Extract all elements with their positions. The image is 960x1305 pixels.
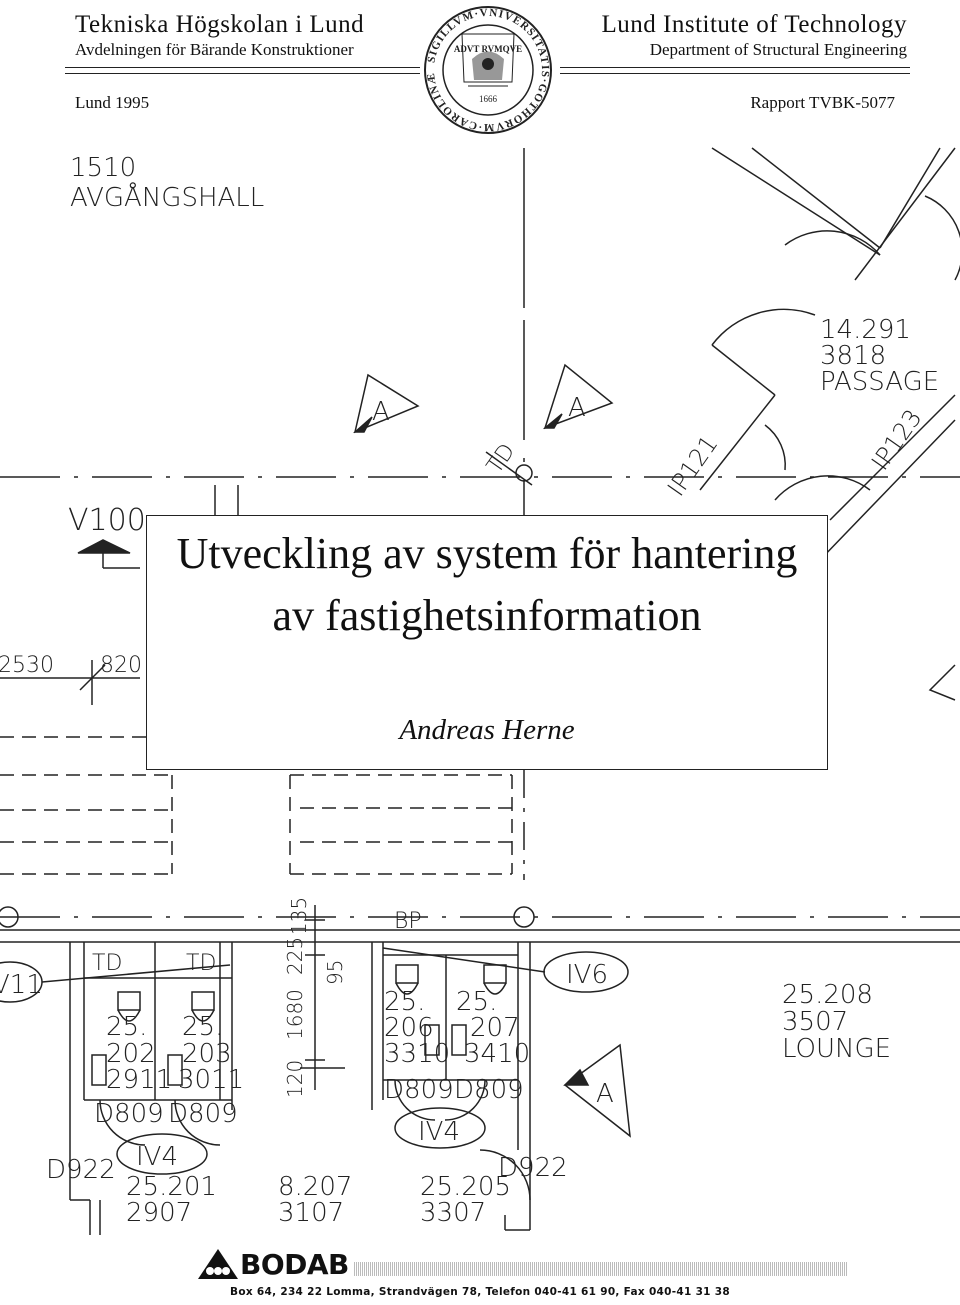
report-title-line-1: Utveckling av system för hantering [176,529,798,578]
dim-225-label: 225 [283,937,307,975]
passage-code-label: 3818 [820,341,886,371]
room-206-label: 206 [384,1013,434,1043]
section-a-label-1: A [372,397,390,427]
code-3310-label: 3310 [384,1039,450,1069]
svg-text:ADVT RVMQVE: ADVT RVMQVE [454,44,522,54]
header-rule-right [560,67,910,68]
room-25-label-2: 25. [182,1012,223,1042]
iv4-label-2: IV4 [418,1117,460,1147]
place-year: Lund 1995 [75,93,150,112]
iv6-label: IV6 [566,960,608,990]
code-2907-label: 2907 [126,1198,192,1228]
v100-label: V100 [68,503,146,538]
td-label-room-2: TD [186,951,216,976]
university-seal-icon: SIGILLVM·VNIVERSITATIS·GOTHORVM·CAROLINÆ… [424,6,552,134]
svg-text:1666: 1666 [479,94,498,104]
code-2911-label: 2911 [106,1065,172,1095]
header-rule-left [65,67,420,68]
lounge-name-label: LOUNGE [782,1034,891,1064]
room-8207-label: 8.207 [278,1172,352,1202]
ip121-label: IP121 [662,430,724,501]
header-rule-left-2 [65,73,420,74]
section-a-label-2: A [568,393,586,423]
hall-number-label: 1510 [70,153,136,183]
d922-label-2: D922 [498,1153,568,1183]
d809-label-4: D809 [454,1075,524,1105]
d809-label-1: D809 [94,1099,164,1129]
floor-plan-drawing: 1510 AVGÅNGSHALL 14.291 3818 PASSAGE IP1… [0,147,960,1235]
d922-label-1: D922 [46,1155,116,1185]
code-3107-label: 3107 [278,1198,344,1228]
header-right: Lund Institute of Technology Department … [602,10,908,60]
footer-hatched-bar [212,1262,848,1276]
dim-2530-label: 2530 [0,653,54,678]
section-a-label-3: A [596,1079,614,1109]
report-title-line-2: av fastighetsinformation [272,591,702,640]
bp-label: BP [394,909,422,934]
v11-label: V11 [0,970,43,1000]
department-name-english: Department of Structural Engineering [649,40,907,59]
hall-name-label: AVGÅNGSHALL [70,180,264,213]
report-number: Rapport TVBK-5077 [750,93,895,112]
dim-1680-label: 1680 [283,989,307,1040]
iv4-label-1: IV4 [136,1142,178,1172]
institution-name-english: Lund Institute of Technology [601,11,907,38]
room-25-label-3: 25. [384,987,425,1017]
passage-number-label: 14.291 [820,315,911,345]
bodab-logo-text: BODAB [240,1247,349,1281]
dim-120-label: 120 [283,1060,307,1098]
dim-95-label: 95 [323,960,347,985]
header-rule-right-2 [560,73,910,74]
institution-name-swedish: Tekniska Högskolan i Lund [75,11,365,38]
d809-label-3: D809 [384,1075,454,1105]
author-name: Andreas Herne [399,714,575,746]
lounge-number-label: 25.208 [782,980,873,1010]
room-25-label-4: 25. [456,987,497,1017]
bodab-logo: BODAB [196,1246,353,1282]
code-3011-label: 3011 [178,1065,244,1095]
passage-name-label: PASSAGE [820,367,939,397]
room-202-label: 202 [106,1039,156,1069]
d809-label-2: D809 [168,1099,238,1129]
dim-820-label: 820 [100,653,142,678]
lounge-code-label: 3507 [782,1007,848,1037]
room-203-label: 203 [182,1039,232,1069]
code-3307-label: 3307 [420,1198,486,1228]
footer-address: Box 64, 234 22 Lomma, Strandvägen 78, Te… [230,1286,730,1298]
td-label-room-1: TD [92,951,122,976]
code-3410-label: 3410 [464,1039,530,1069]
ip123-label: IP123 [866,404,928,475]
title-box: Utveckling av system för hantering av fa… [146,515,828,770]
room-207-label: 207 [470,1013,520,1043]
room-25-label-1: 25. [106,1012,147,1042]
room-25205-label: 25.205 [420,1172,511,1202]
bodab-logo-icon [198,1249,238,1279]
dim-135-label: 135 [287,897,311,935]
room-25201-label: 25.201 [126,1172,217,1202]
header-left: Tekniska Högskolan i Lund Avdelningen fö… [75,10,364,60]
department-name-swedish: Avdelningen för Bärande Konstruktioner [75,40,354,59]
